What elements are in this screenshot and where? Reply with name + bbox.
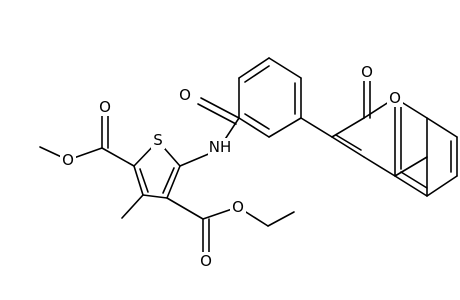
sulfur-atom: S <box>151 131 165 149</box>
amide-oxygen-label: O <box>179 86 191 104</box>
ethyl-ester-ether-oxygen-label: O <box>232 198 244 216</box>
bond <box>331 117 365 138</box>
coumarin-ring-oxygen-label: O <box>389 89 401 107</box>
methyl-ester-ether-oxygen-label: O <box>62 151 74 169</box>
bond <box>238 117 270 138</box>
bond <box>197 103 237 125</box>
bond <box>363 156 396 177</box>
ethyl-ester-carbonyl-oxygen-atom: O <box>198 252 214 270</box>
coumarin-carbonyl-oxygen-atom: O <box>359 63 375 81</box>
ethyl-ester-ether-oxygen-atom: O <box>230 198 246 216</box>
bond <box>426 175 458 197</box>
bond <box>200 97 240 119</box>
methyl-ester-ether-oxygen-atom: O <box>60 151 76 169</box>
bond <box>400 171 428 189</box>
bond <box>101 147 135 167</box>
bond <box>166 165 181 199</box>
bond <box>426 117 458 138</box>
bond <box>268 57 302 79</box>
bond <box>133 165 144 196</box>
bond <box>394 175 428 197</box>
methyl-ester-carbonyl-oxygen-atom: O <box>97 98 113 116</box>
ethyl-ester-carbonyl-oxygen-label: O <box>200 252 212 270</box>
coumarin-ring-oxygen-atom: O <box>387 89 403 107</box>
atom-label-layer: S NH O O O O O O <box>60 63 403 270</box>
bond <box>244 65 270 83</box>
bond <box>244 113 270 130</box>
bond <box>166 197 204 220</box>
bond <box>142 194 168 199</box>
coumarin-carbonyl-oxygen-label: O <box>361 63 373 81</box>
amide-nh-label: NH <box>209 138 232 156</box>
amide-oxygen-atom: O <box>177 86 193 104</box>
bond <box>121 194 144 219</box>
amide-nh-atom: NH <box>208 138 232 156</box>
bond <box>268 117 302 138</box>
methyl-ester-carbonyl-oxygen-label: O <box>99 98 111 116</box>
bond <box>331 136 365 158</box>
bond <box>238 57 270 79</box>
bond <box>162 167 175 194</box>
bond <box>300 117 333 138</box>
bond <box>267 211 295 227</box>
bond <box>335 134 362 151</box>
sulfur-label: S <box>153 131 163 149</box>
bond <box>394 156 428 177</box>
bond <box>139 168 149 193</box>
bond-layer <box>39 57 458 254</box>
